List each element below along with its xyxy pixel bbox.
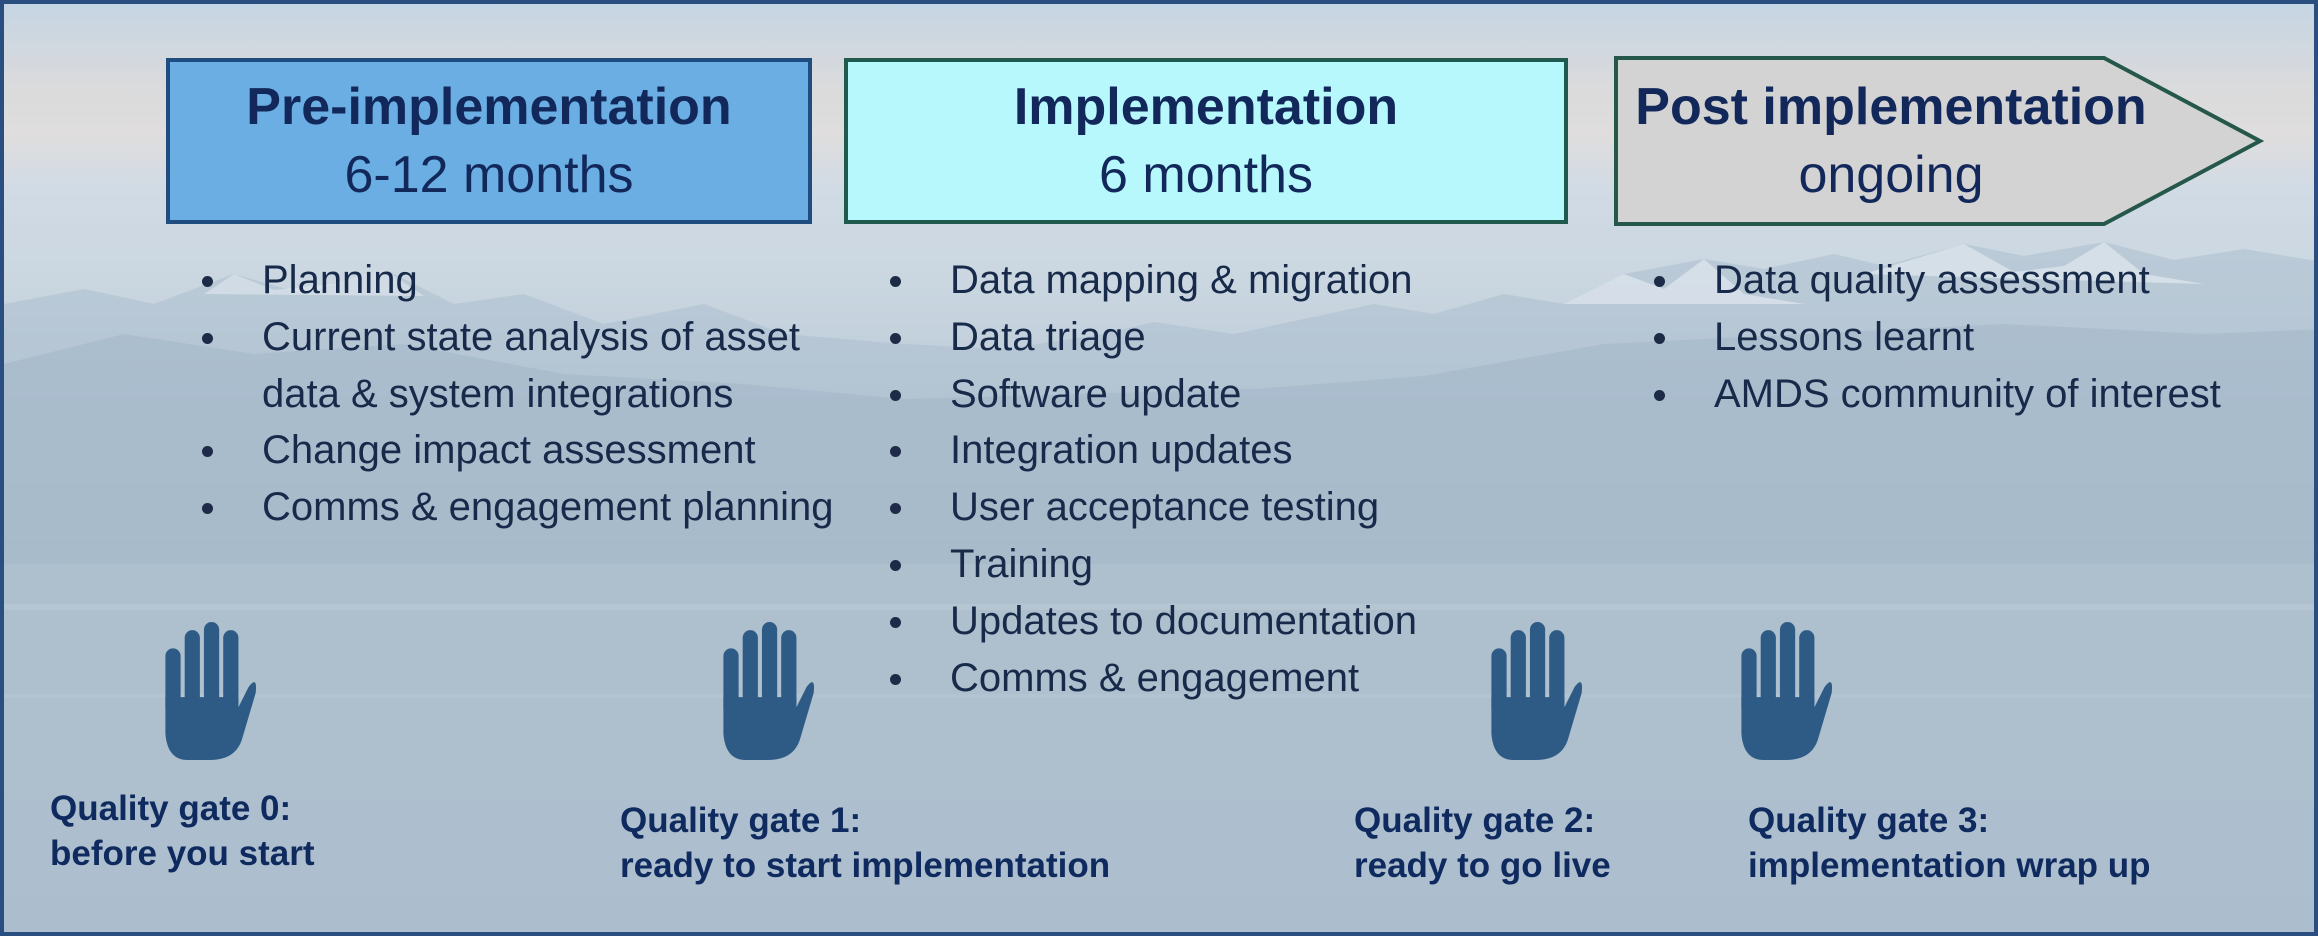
gate-title: Quality gate 2: (1354, 801, 1596, 840)
list-item: Data triage (872, 309, 1512, 366)
list-item: User acceptance testing (872, 479, 1512, 536)
phase-title: Post implementation (1635, 78, 2147, 136)
gate-title: Quality gate 3: (1748, 801, 1990, 840)
gate-title: Quality gate 1: (620, 801, 862, 840)
gate-description: ready to start implementation (620, 846, 1111, 885)
post-implementation-task-list: Data quality assessment Lessons learnt A… (1636, 252, 2296, 422)
gate-description: ready to go live (1354, 846, 1611, 885)
list-item: Current state analysis of asset data & s… (184, 309, 844, 423)
list-item: Data mapping & migration (872, 252, 1512, 309)
list-item: Data quality assessment (1636, 252, 2296, 309)
quality-gate-2-label: Quality gate 2: ready to go live (1354, 798, 1611, 888)
list-item: Software update (872, 366, 1512, 423)
phase-duration: ongoing (1798, 146, 1984, 204)
phase-duration: 6 months (1099, 146, 1313, 204)
raised-hand-icon (1491, 622, 1583, 760)
list-item: Planning (184, 252, 844, 309)
phase-duration: 6-12 months (344, 146, 634, 204)
quality-gate-3-label: Quality gate 3: implementation wrap up (1748, 798, 2151, 888)
mountain-lake-background (4, 242, 2314, 932)
list-item: Updates to documentation (872, 593, 1512, 650)
implementation-task-list: Data mapping & migration Data triage Sof… (872, 252, 1512, 706)
list-item: Change impact assessment (184, 422, 844, 479)
list-item: Training (872, 536, 1512, 593)
pre-implementation-task-list: Planning Current state analysis of asset… (184, 252, 844, 536)
list-item: AMDS community of interest (1636, 366, 2296, 423)
phase-title: Pre-implementation (246, 78, 732, 136)
post-implementation-arrow-shape (1614, 56, 2264, 226)
list-item: Comms & engagement planning (184, 479, 844, 536)
phase-implementation: Implementation 6 months (844, 58, 1568, 224)
phase-pre-implementation: Pre-implementation 6-12 months (166, 58, 812, 224)
raised-hand-icon (165, 622, 257, 760)
gate-description: implementation wrap up (1748, 846, 2151, 885)
list-item: Integration updates (872, 422, 1512, 479)
list-item: Lessons learnt (1636, 309, 2296, 366)
gate-title: Quality gate 0: (50, 789, 292, 828)
list-item: Comms & engagement (872, 650, 1512, 707)
gate-description: before you start (50, 834, 315, 873)
quality-gate-0-label: Quality gate 0: before you start (50, 786, 315, 876)
raised-hand-icon (1741, 622, 1833, 760)
quality-gate-1-label: Quality gate 1: ready to start implement… (620, 798, 1110, 888)
phase-post-implementation: Post implementation ongoing (1616, 58, 2166, 224)
raised-hand-icon (723, 622, 815, 760)
phase-title: Implementation (1013, 78, 1399, 136)
